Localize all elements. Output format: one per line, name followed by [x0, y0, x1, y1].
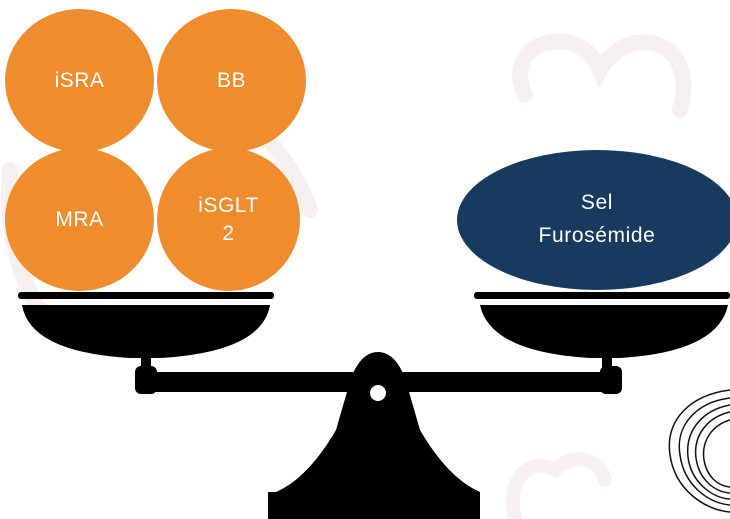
pill-bb: BB	[157, 9, 306, 152]
scale-right-stem	[602, 352, 612, 372]
left-pan-rim	[18, 292, 274, 299]
scale-base	[268, 352, 480, 519]
scale-right-knob	[600, 366, 622, 394]
pill-label-line1: iSGLT	[198, 194, 259, 218]
pill-label: MRA	[55, 207, 104, 231]
pill-isglt2: iSGLT 2	[157, 148, 300, 291]
salt-furosemide-ellipse: Sel Furosémide	[457, 150, 730, 290]
pill-label: BB	[216, 68, 246, 92]
pill-label-line2: 2	[222, 221, 235, 245]
scale-beam	[148, 372, 608, 392]
heart-outline-icon	[505, 452, 612, 519]
pill-mra: MRA	[5, 148, 154, 291]
scale-pivot-hole	[370, 385, 386, 401]
right-pan-rim	[474, 292, 730, 299]
ellipse-label-line2: Furosémide	[538, 224, 656, 247]
pill-isra: iSRA	[5, 9, 154, 152]
right-pan-bowl	[480, 305, 728, 358]
pill-label: iSRA	[54, 68, 105, 92]
balance-scale-icon	[18, 292, 730, 519]
left-pan-bowl	[22, 305, 270, 358]
scale-left-knob	[135, 366, 157, 394]
scale-left-stem	[141, 352, 151, 372]
ellipse-label-line1: Sel	[580, 191, 614, 215]
scribble-swirl-icon	[668, 389, 730, 513]
